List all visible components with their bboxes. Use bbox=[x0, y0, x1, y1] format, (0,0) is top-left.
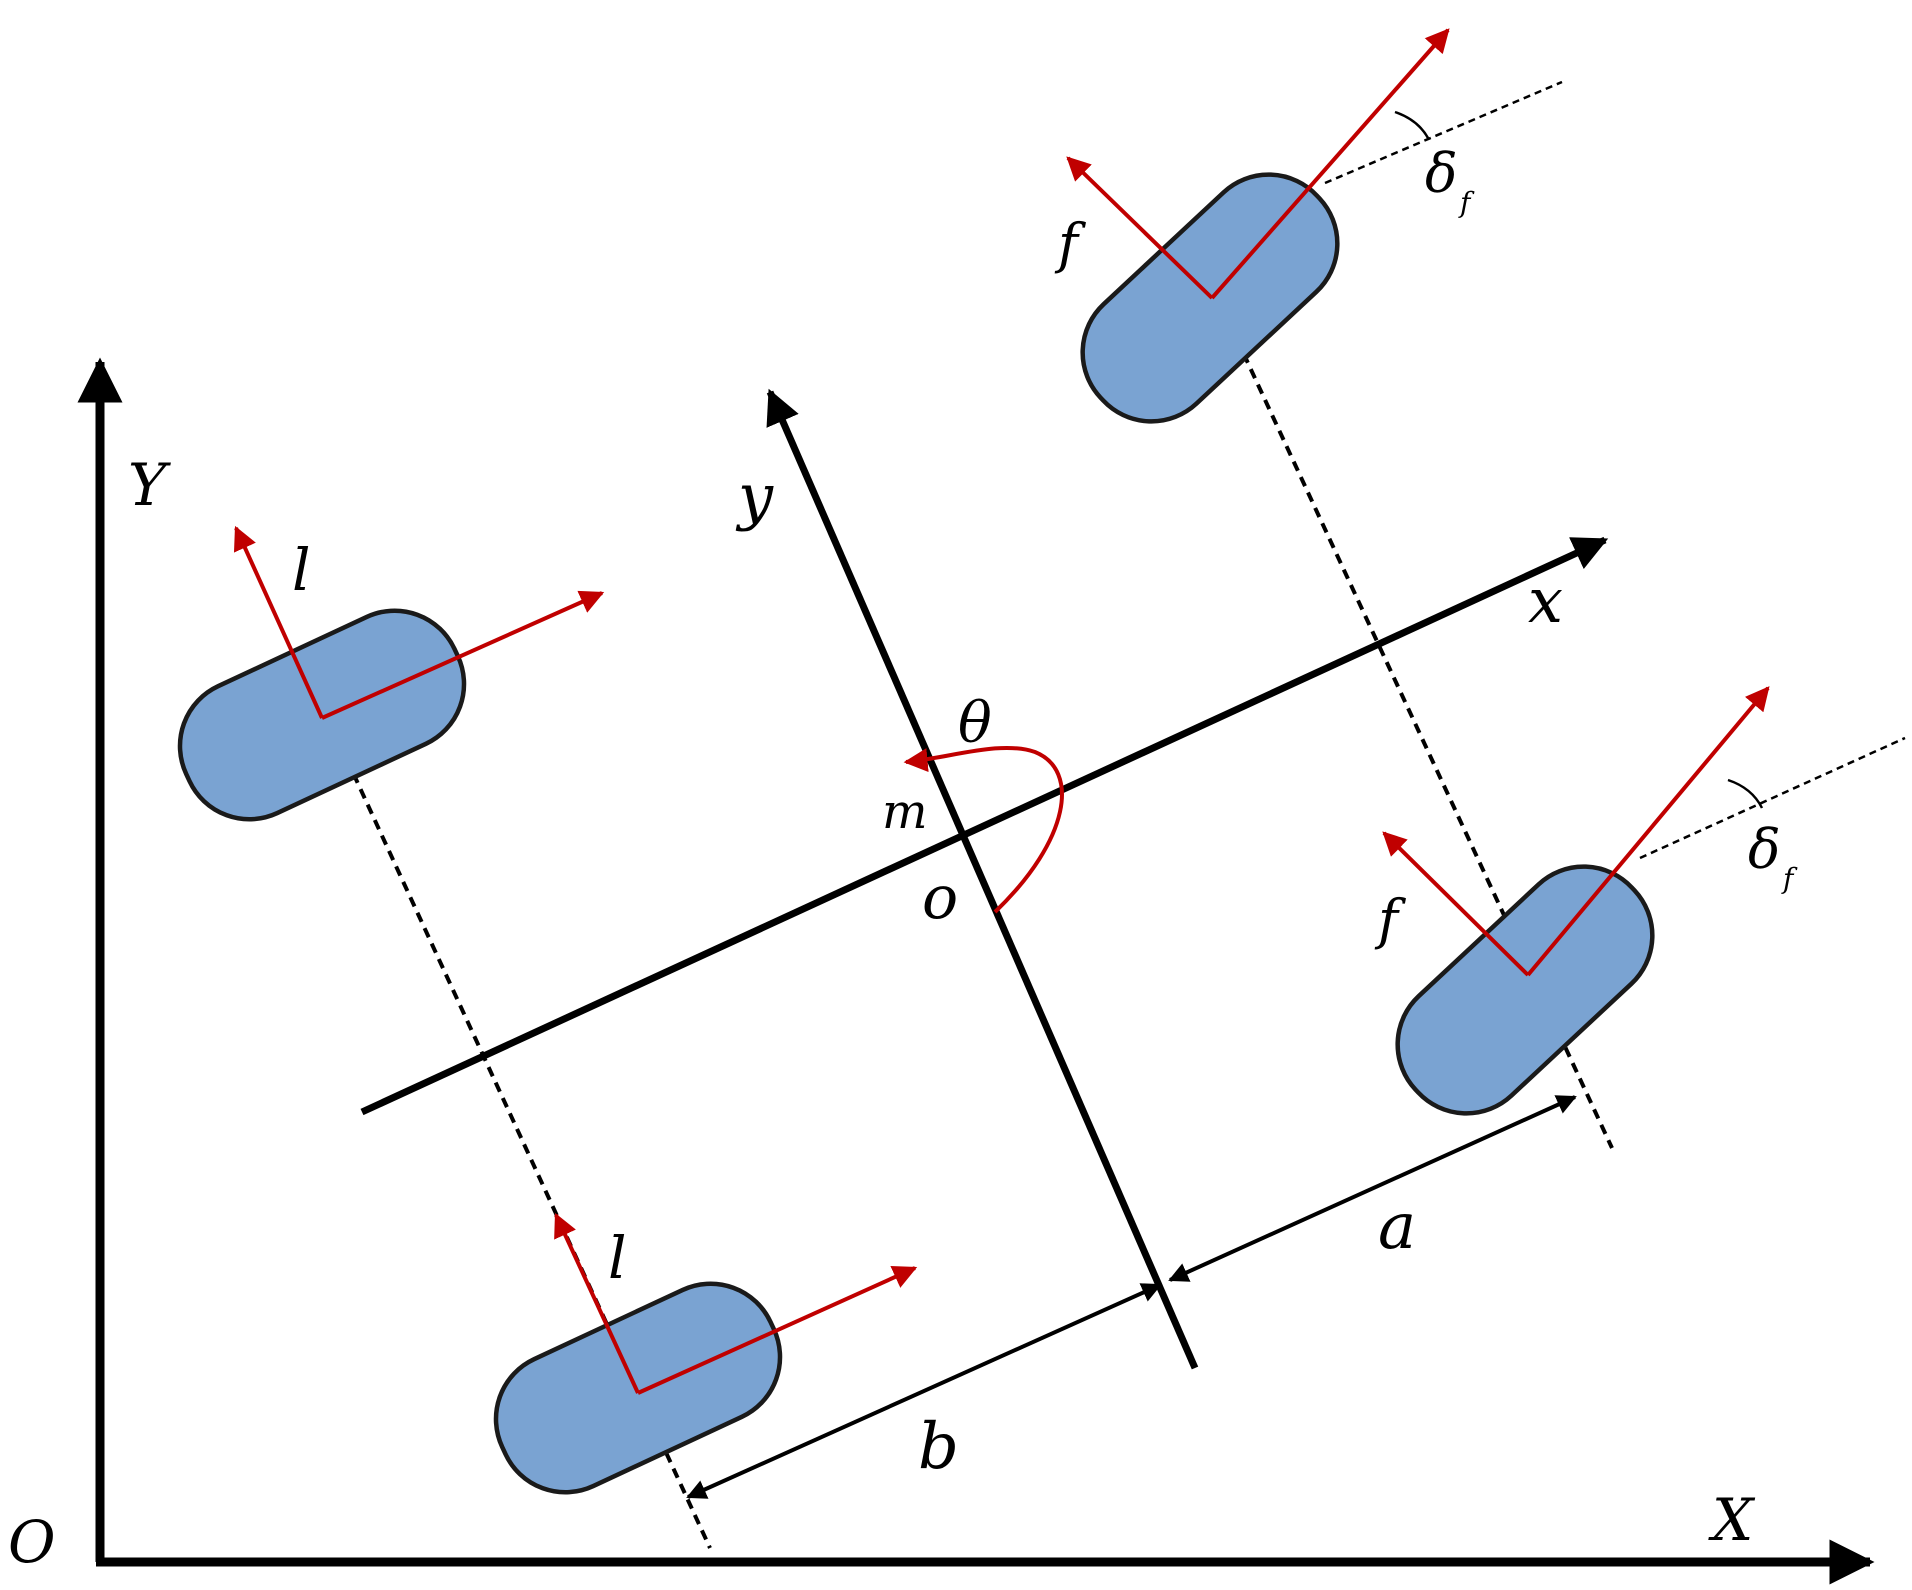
rear-left-wheel-heading-line bbox=[1324, 80, 1563, 185]
wheel-rear-right bbox=[493, 1281, 783, 1495]
labels: O X Y x y o m θ a b f f l l δ f δ f bbox=[8, 142, 1798, 1576]
front-right-steer-angle-arc bbox=[1727, 778, 1764, 809]
rear-right-force-label: l bbox=[608, 1224, 627, 1292]
front-left-steer-angle-arc bbox=[1394, 110, 1430, 139]
yaw-angle-label: θ bbox=[958, 691, 992, 756]
front-distance-label: a bbox=[1378, 1190, 1416, 1264]
rear-distance-arrow bbox=[686, 1283, 1162, 1499]
front-left-longitudinal-force-arrow bbox=[1210, 28, 1450, 300]
front-distance-arrow bbox=[1168, 1095, 1577, 1282]
front-left-lateral-force-arrow bbox=[1066, 156, 1214, 300]
body-x-label: x bbox=[1528, 564, 1563, 637]
global-axes bbox=[77, 357, 1875, 1585]
front-left-steer-angle-subscript: f bbox=[1458, 186, 1475, 219]
global-x-label: X bbox=[1708, 1486, 1756, 1554]
yaw-angle-arc bbox=[903, 745, 1064, 914]
front-right-force-label: f bbox=[1374, 888, 1406, 951]
rear-right-longitudinal-force-arrow bbox=[637, 1265, 918, 1395]
body-axes bbox=[360, 388, 1609, 1370]
rear-left-lateral-force-arrow bbox=[233, 525, 324, 719]
front-right-steer-angle-subscript: f bbox=[1781, 862, 1798, 895]
rear-left-force-label: l bbox=[292, 536, 311, 604]
body-x-axis bbox=[360, 536, 1609, 1116]
body-y-axis bbox=[766, 388, 1199, 1370]
rear-right-lateral-force-arrow bbox=[554, 1212, 640, 1394]
front-left-steer-angle-label: δ bbox=[1425, 142, 1458, 205]
steering-angle-arcs bbox=[1394, 110, 1764, 809]
front-right-longitudinal-force-arrow bbox=[1526, 686, 1770, 977]
body-origin-label: o bbox=[922, 863, 958, 933]
front-right-steer-angle-label: δ bbox=[1748, 818, 1781, 881]
body-y-label: y bbox=[735, 460, 774, 533]
mass-label: m bbox=[882, 784, 928, 840]
front-right-wheel-heading-line bbox=[1639, 736, 1906, 860]
front-left-force-label: f bbox=[1054, 212, 1086, 275]
front-right-lateral-force-arrow bbox=[1382, 831, 1530, 977]
global-origin-label: O bbox=[8, 1508, 56, 1576]
wheel-front-right bbox=[1395, 864, 1655, 1116]
rear-left-longitudinal-force-arrow bbox=[321, 590, 605, 720]
global-y-label: Y bbox=[128, 451, 171, 519]
force-vectors bbox=[233, 28, 1770, 1395]
dimension-arrows bbox=[686, 1095, 1577, 1499]
rear-distance-label: b bbox=[918, 1410, 959, 1484]
